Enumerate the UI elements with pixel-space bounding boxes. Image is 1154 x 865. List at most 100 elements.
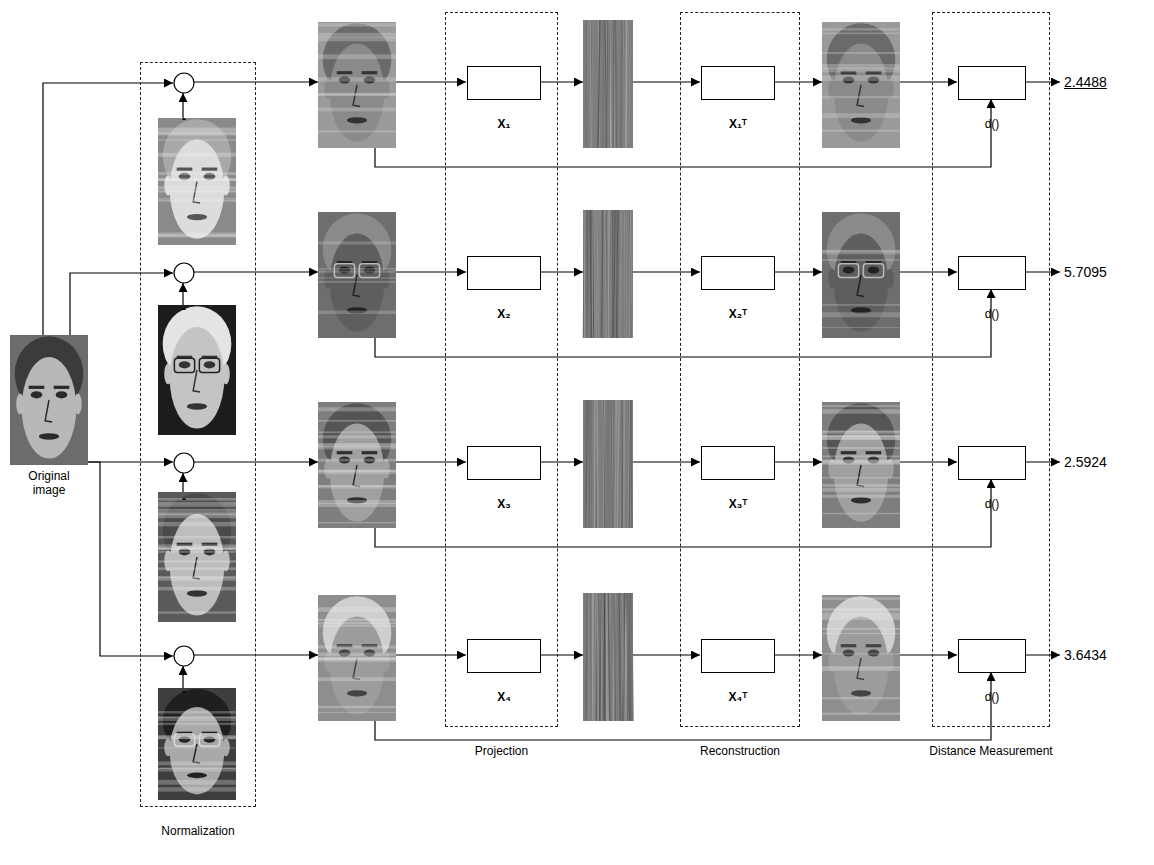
image-streak [822, 28, 900, 30]
matrix-label: X₁ᵀ [690, 117, 786, 132]
connector [43, 83, 173, 335]
subtract-circle [173, 452, 195, 474]
mouth [187, 403, 207, 410]
image-streak [158, 502, 236, 507]
eye [204, 361, 216, 368]
image-streak [158, 198, 236, 199]
flow-arrow [774, 654, 822, 655]
image-streak [822, 304, 900, 306]
group-heading: Reconstruction [669, 744, 811, 759]
brow [866, 451, 882, 454]
image-streak [822, 113, 900, 118]
mouth [347, 117, 367, 123]
feature-stripe [606, 20, 608, 148]
feature-stripe [618, 20, 619, 148]
feature-stripe [599, 593, 601, 721]
connector [70, 273, 173, 335]
feature-stripe [607, 400, 609, 528]
feature-stripe [592, 210, 593, 338]
image-streak [318, 607, 396, 611]
flow-arrow [540, 271, 583, 272]
feature-stripe [606, 20, 608, 148]
image-streak [318, 277, 396, 278]
feature-stripe [614, 593, 615, 721]
mean-face-photo [158, 492, 236, 622]
bypass-arrow [375, 479, 991, 547]
image-streak [158, 153, 236, 157]
image-streak [318, 268, 396, 270]
feature-stripe [583, 210, 585, 338]
feature-stripe [621, 20, 623, 148]
distance-value: 5.7095 [1064, 263, 1107, 281]
subtract-node: - [173, 72, 195, 94]
nose [193, 370, 200, 392]
feature-stripe [585, 400, 586, 528]
flow-arrow [194, 271, 318, 272]
image-streak [318, 448, 396, 450]
image-streak [822, 495, 900, 498]
reconstruction-matrix-box: X₃ᵀ [701, 446, 775, 480]
subtract-outline [174, 73, 194, 93]
glasses [174, 358, 194, 372]
feature-stripe [596, 20, 597, 148]
image-streak [158, 200, 236, 202]
feature-stripe [595, 210, 596, 338]
face [170, 327, 225, 428]
feature-stripe [586, 593, 587, 721]
minus-sign: - [161, 302, 207, 317]
image-streak [318, 241, 396, 244]
feature-stripe [628, 20, 630, 148]
feature-stripe [602, 210, 603, 338]
feature-stripe [592, 593, 593, 721]
feature-stripe [615, 20, 617, 148]
image-streak [158, 780, 236, 785]
image-streak [158, 139, 236, 140]
feature-stripe [596, 593, 598, 721]
image-streak [158, 235, 236, 237]
reconstructed-face-photo [822, 212, 900, 338]
image-streak [158, 736, 236, 739]
feature-stripe [598, 210, 600, 338]
image-streak [822, 456, 900, 458]
output-arrow [1025, 271, 1060, 272]
image-streak [822, 76, 900, 80]
brow [841, 644, 857, 647]
feature-stripe [608, 20, 609, 148]
reconstructed-face-photo [822, 595, 900, 721]
feature-stripe [595, 210, 597, 338]
face [22, 357, 77, 458]
feature-stripe [605, 20, 607, 148]
feature-stripe [628, 20, 629, 148]
feature-stripe [621, 400, 623, 528]
image-streak [822, 259, 900, 261]
image-streak [318, 503, 396, 507]
image-streak [318, 522, 396, 523]
mouth [39, 433, 59, 440]
feature-stripe [611, 400, 612, 528]
distance-value: 2.5924 [1064, 453, 1107, 471]
image-streak [822, 667, 900, 671]
feature-stripe [606, 400, 608, 528]
feature-stripe [584, 593, 585, 721]
feature-stripe [605, 210, 607, 338]
feature-stripe [601, 210, 603, 338]
image-streak [822, 597, 900, 599]
glasses [863, 264, 883, 278]
mouth [187, 773, 207, 779]
output-arrow [1025, 81, 1060, 82]
flow-arrow [633, 271, 700, 272]
feature-stripe [597, 400, 598, 528]
flow-arrow [774, 271, 822, 272]
feature-stripe [599, 210, 601, 338]
feature-stripe [613, 400, 614, 528]
image-streak [822, 484, 900, 487]
feature-stripe [603, 400, 605, 528]
subtract-outline [174, 263, 194, 283]
matrix-label: X₃ᵀ [690, 497, 786, 512]
photo-ground [318, 402, 396, 528]
image-streak [158, 179, 236, 181]
eye [843, 649, 855, 656]
image-streak [318, 420, 396, 422]
image-streak [158, 511, 236, 515]
image-streak [318, 459, 396, 462]
